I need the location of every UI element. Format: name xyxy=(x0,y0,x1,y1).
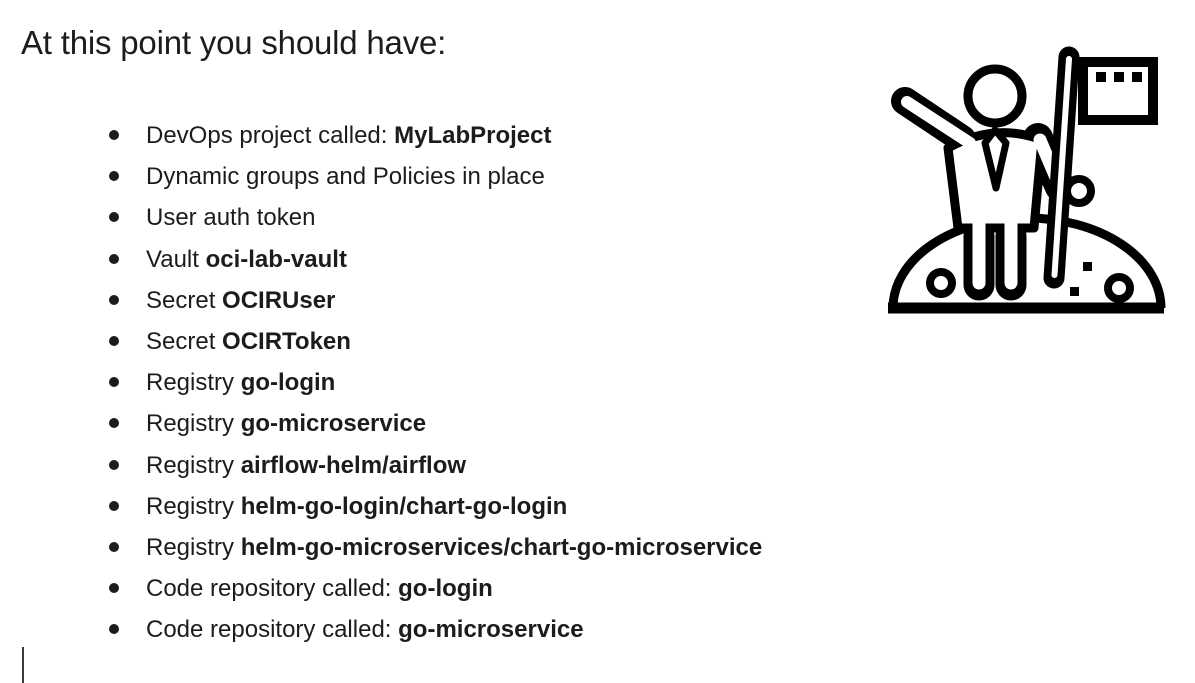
person-icon xyxy=(891,64,1095,301)
bullet-icon xyxy=(109,583,119,594)
crater-left-icon xyxy=(926,268,956,298)
list-item: Registry airflow-helm/airflow xyxy=(104,445,762,486)
item-emphasis: go-microservice xyxy=(240,410,427,438)
bullet-icon xyxy=(109,253,119,264)
list-item: Dynamic groups and Policies in place xyxy=(104,156,762,197)
list-item: Secret OCIRUser xyxy=(104,280,762,321)
item-text: DevOps project called: xyxy=(146,122,395,149)
bullet-icon xyxy=(109,624,119,635)
bullet-icon xyxy=(109,418,119,429)
checklist: DevOps project called: MyLabProject Dyna… xyxy=(104,115,762,650)
bullet-icon xyxy=(109,294,119,305)
mound-dot-icon xyxy=(1070,287,1079,296)
list-item: Registry helm-go-login/chart-go-login xyxy=(104,486,762,527)
item-emphasis: go-login xyxy=(240,369,336,397)
milestone-flag-icon xyxy=(888,46,1166,314)
item-text: Registry xyxy=(146,533,241,561)
item-text: Secret xyxy=(146,327,223,355)
item-emphasis: go-microservice xyxy=(398,616,584,644)
list-item: Registry go-microservice xyxy=(104,403,762,444)
head-icon xyxy=(963,64,1027,128)
bullet-icon xyxy=(109,130,119,140)
list-item: User auth token xyxy=(104,197,762,238)
list-item: Registry go-login xyxy=(104,362,762,403)
bullet-icon xyxy=(109,500,119,511)
item-text: User auth token xyxy=(146,204,316,232)
item-emphasis: helm-go-microservices/chart-go-microserv… xyxy=(240,533,763,561)
tie-icon xyxy=(981,126,1010,192)
mound-dot-icon xyxy=(1083,262,1092,271)
item-emphasis: OCIRToken xyxy=(222,327,351,355)
list-item: Code repository called: go-microservice xyxy=(104,609,762,650)
text-cursor[interactable] xyxy=(22,647,24,683)
bullet-icon xyxy=(109,212,119,223)
item-emphasis: oci-lab-vault xyxy=(205,245,347,273)
list-item: Secret OCIRToken xyxy=(104,321,762,362)
list-item: DevOps project called: MyLabProject xyxy=(104,115,762,156)
item-text: Secret xyxy=(146,286,223,314)
page-title: At this point you should have: xyxy=(21,24,447,61)
bullet-icon xyxy=(109,335,119,346)
item-text: Vault xyxy=(146,245,206,273)
list-item: Vault oci-lab-vault xyxy=(104,239,762,280)
item-emphasis: helm-go-login/chart-go-login xyxy=(240,492,568,520)
item-emphasis: go-login xyxy=(398,575,493,603)
item-text: Registry xyxy=(146,369,241,397)
item-text: Registry xyxy=(146,451,241,479)
bullet-icon xyxy=(109,459,119,470)
item-text: Dynamic groups and Policies in place xyxy=(146,163,545,191)
item-emphasis: airflow-helm/airflow xyxy=(240,451,467,479)
flag-icon xyxy=(1043,46,1158,289)
bullet-icon xyxy=(109,377,119,388)
bullet-icon xyxy=(109,541,119,552)
list-item: Code repository called: go-login xyxy=(104,568,762,609)
bullet-icon xyxy=(109,171,119,182)
crater-right-icon xyxy=(1104,273,1134,303)
item-emphasis: OCIRUser xyxy=(222,286,336,314)
item-text: Registry xyxy=(146,410,241,438)
list-item: Registry helm-go-microservices/chart-go-… xyxy=(104,527,762,568)
item-emphasis: MyLabProject xyxy=(394,122,552,149)
item-text: Code repository called: xyxy=(146,575,399,603)
item-text: Code repository called: xyxy=(146,616,399,644)
item-text: Registry xyxy=(146,492,241,520)
